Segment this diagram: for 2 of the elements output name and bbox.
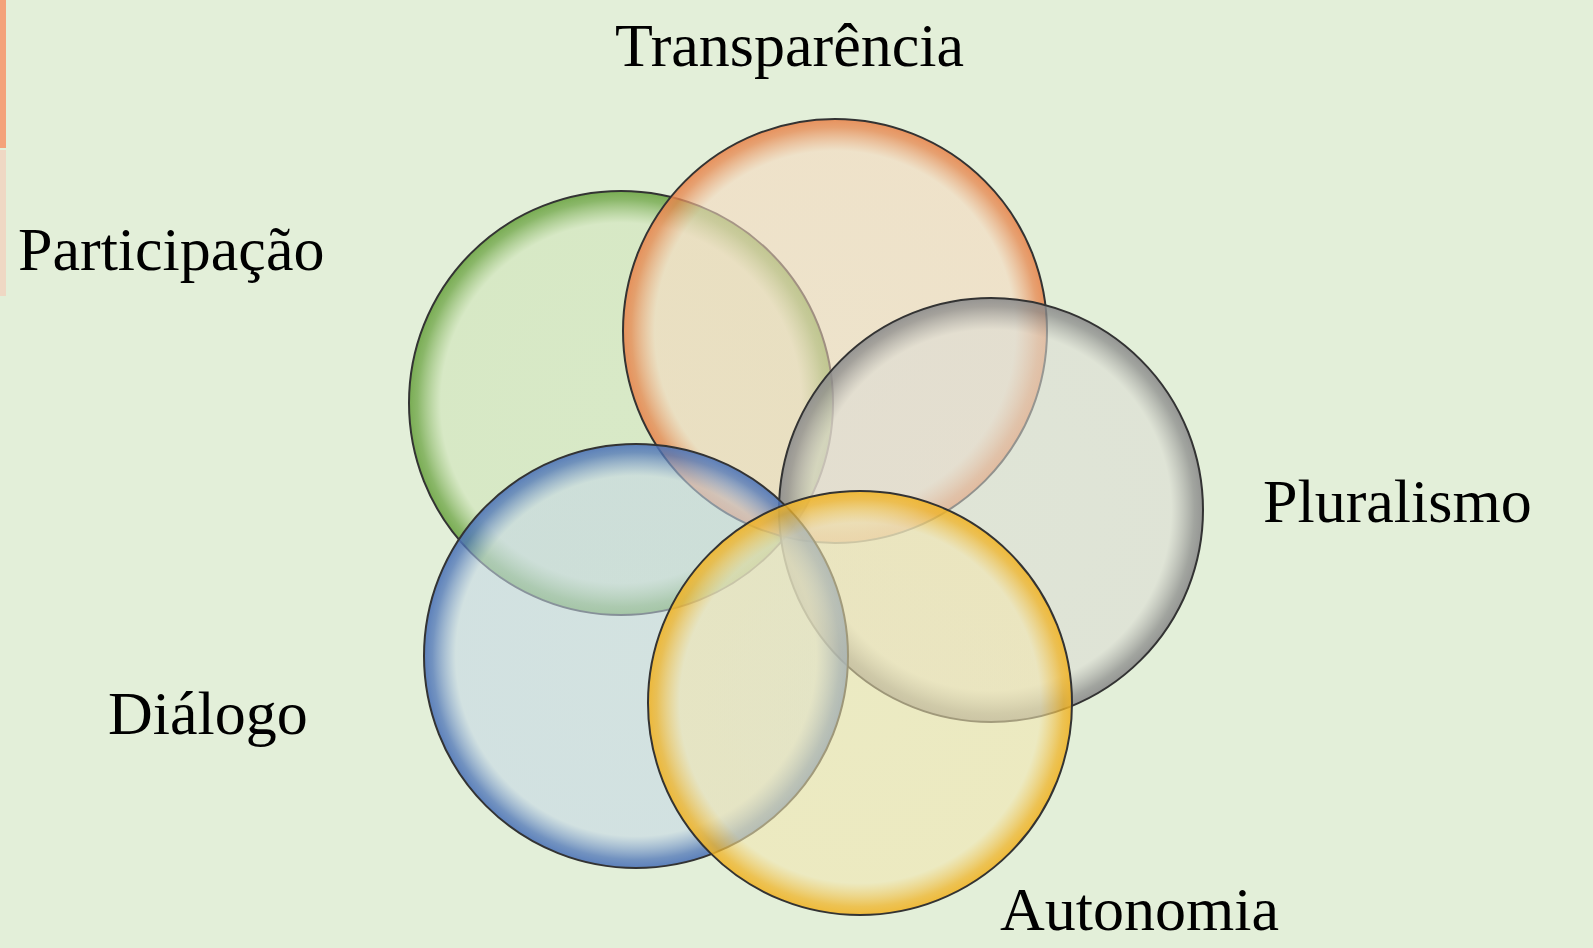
circle-label: Pluralismo <box>1263 470 1532 532</box>
circle-label: Autonomia <box>1000 878 1279 940</box>
